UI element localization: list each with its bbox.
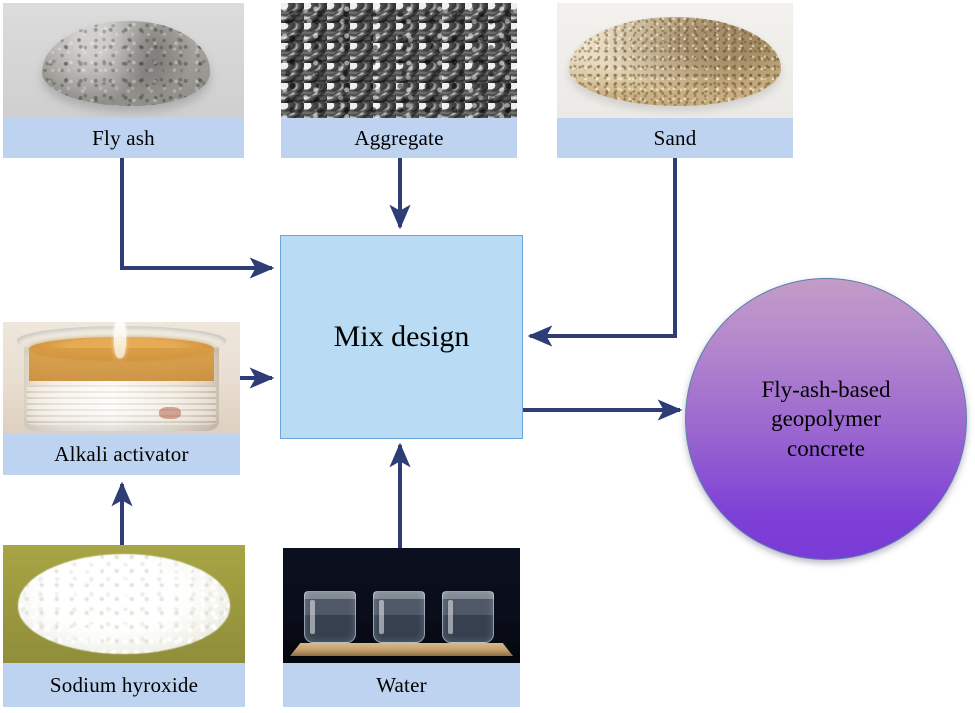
connector-sand-to-mix [527, 158, 677, 347]
result-line-1: Fly-ash-based [761, 376, 891, 402]
fly-ash-photo [3, 3, 244, 118]
sand-label: Sand [653, 125, 697, 150]
mix-design-label: Mix design [333, 320, 470, 353]
alkali-activator-photo [3, 322, 240, 434]
result-line-3: concrete [787, 435, 865, 461]
water-photo [283, 548, 520, 663]
aggregate-photo [281, 3, 517, 118]
aggregate-label: Aggregate [354, 125, 444, 150]
sodium-hydroxide-photo [3, 545, 245, 663]
result-text: Fly-ash-based geopolymer concrete [761, 375, 890, 463]
fly-ash-caption: Fly ash [3, 118, 244, 158]
sodium-hydroxide-caption: Sodium hyroxide [3, 663, 245, 707]
sodium-hydroxide-label: Sodium hyroxide [49, 672, 199, 697]
sand-photo [557, 3, 793, 118]
mix-design-box[interactable]: Mix design [280, 235, 523, 439]
alkali-activator-caption: Alkali activator [3, 434, 240, 475]
fly-ash-label: Fly ash [92, 125, 155, 150]
result-line-2: geopolymer [771, 406, 881, 432]
result-circle[interactable]: Fly-ash-based geopolymer concrete [685, 278, 967, 560]
connector-fly-ash-to-mix [120, 158, 275, 279]
water-caption: Water [283, 663, 520, 707]
sand-caption: Sand [557, 118, 793, 158]
alkali-activator-label: Alkali activator [54, 442, 189, 466]
water-label: Water [376, 672, 427, 697]
aggregate-caption: Aggregate [281, 118, 517, 158]
